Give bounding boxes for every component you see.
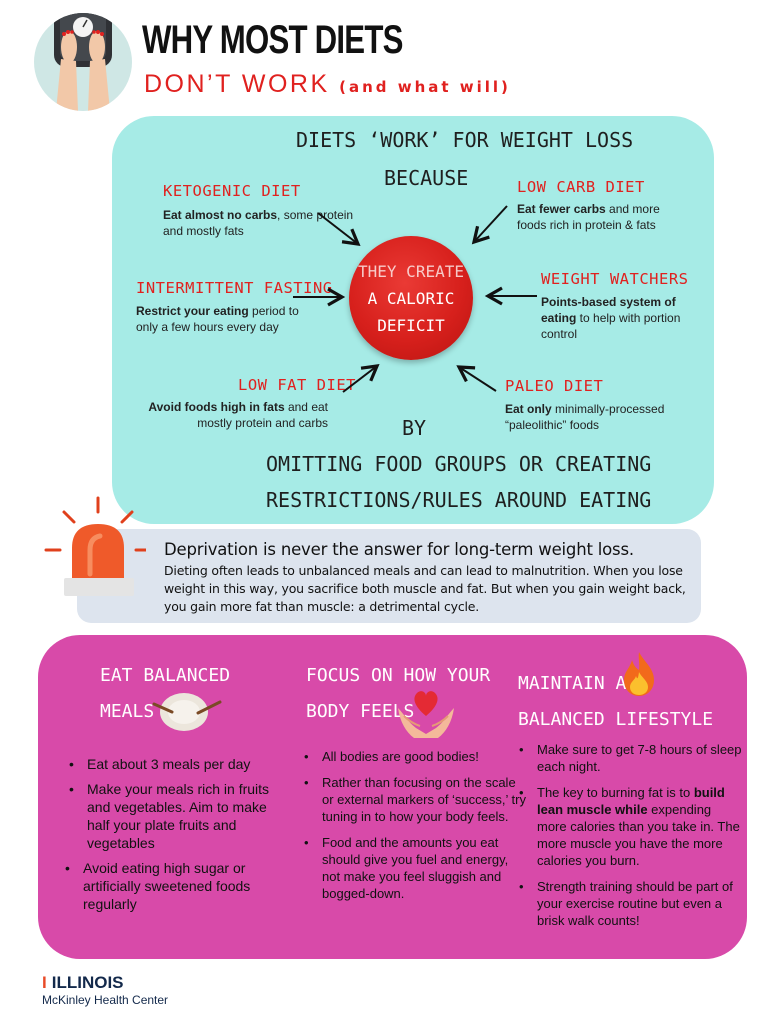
diets-footer-line1: OMITTING FOOD GROUPS OR CREATING	[266, 452, 652, 476]
hands-holding-heart-icon	[396, 680, 456, 740]
caloric-deficit-circle	[349, 236, 473, 360]
col3-heading-line2: BALANCED LIFESTYLE	[518, 709, 714, 730]
diet-paleo-name: PALEO DIET	[505, 377, 604, 395]
list-item: Strength training should be part of your…	[519, 878, 742, 929]
col2-heading-line1: FOCUS ON HOW YOUR	[306, 665, 491, 686]
col1-heading-line1: EAT BALANCED	[100, 665, 231, 686]
flame-icon	[620, 650, 658, 698]
col3-heading-line1: MAINTAIN A	[518, 673, 627, 694]
list-item: Make sure to get 7-8 hours of sleep each…	[519, 741, 742, 775]
caloric-deficit-text: THEY CREATE A CALORIC DEFICIT	[349, 258, 473, 339]
col3-list: Make sure to get 7-8 hours of sleep each…	[515, 741, 742, 938]
arrow-lowcarb	[471, 205, 508, 245]
center-line2: A CALORIC	[367, 289, 455, 308]
logo-name: ILLINOIS	[51, 973, 124, 992]
col1-list: Eat about 3 meals per day Make your meal…	[65, 755, 287, 920]
diet-lowcarb-desc: Eat fewer carbs and more foods rich in p…	[517, 202, 660, 232]
list-item: Avoid eating high sugar or artificially …	[65, 859, 287, 913]
list-item: The key to burning fat is to build lean …	[519, 784, 742, 869]
page-title: WHY MOST DIETS	[142, 18, 403, 62]
arrow-keto	[317, 212, 361, 246]
diet-intermittent-name: INTERMITTENT FASTING	[136, 279, 333, 297]
deprivation-heading: Deprivation is never the answer for long…	[164, 540, 634, 559]
diet-weightwatchers-desc: Points-based system of eating to help wi…	[541, 295, 681, 341]
list-item: Make your meals rich in fruits and veget…	[69, 780, 287, 852]
bathroom-scale-icon	[34, 13, 132, 111]
plate-with-utensils-icon	[150, 688, 224, 736]
diet-keto-name: KETOGENIC DIET	[163, 182, 301, 200]
alarm-siren-icon	[42, 494, 152, 602]
list-item: Rather than focusing on the scale or ext…	[304, 774, 527, 825]
col1-heading-line2: MEALS	[100, 701, 155, 722]
list-item: All bodies are good bodies!	[304, 748, 527, 765]
center-line3: DEFICIT	[377, 316, 445, 335]
diet-paleo-desc: Eat only minimally-processed “paleolithi…	[505, 402, 665, 432]
diet-keto-desc: Eat almost no carbs, some protein and mo…	[163, 208, 354, 238]
illinois-block-i-icon: I	[42, 973, 47, 992]
diet-weightwatchers-name: WEIGHT WATCHERS	[541, 270, 689, 288]
center-line1: THEY CREATE	[358, 262, 464, 281]
deprivation-body: Dieting often leads to unbalanced meals …	[164, 563, 686, 614]
col2-list: All bodies are good bodies! Rather than …	[300, 748, 527, 911]
arrow-paleo	[456, 365, 497, 392]
subtitle-paren: (and what will)	[339, 78, 511, 96]
list-item: Eat about 3 meals per day	[69, 755, 287, 773]
col2-heading-line2: BODY FEELS	[306, 701, 415, 722]
diets-heading-line1: DIETS ‘WORK’ FOR WEIGHT LOSS	[296, 128, 634, 152]
diet-lowfat-desc: Avoid foods high in fats and eat mostly …	[148, 400, 328, 430]
diets-heading-line2: BECAUSE	[384, 166, 469, 190]
arrow-lowfat	[342, 364, 380, 393]
diets-by: BY	[402, 416, 427, 440]
list-item: Food and the amounts you eat should give…	[304, 834, 527, 902]
diet-lowcarb-name: LOW CARB DIET	[517, 178, 645, 196]
diets-footer-line2: RESTRICTIONS/RULES AROUND EATING	[266, 488, 652, 512]
subtitle-main: DON’T WORK	[144, 70, 330, 98]
org-name: McKinley Health Center	[42, 993, 169, 1007]
page-subtitle: DON’T WORK (and what will)	[144, 70, 511, 99]
diet-intermittent-desc: Restrict your eating period to only a fe…	[136, 304, 299, 334]
diet-lowfat-name: LOW FAT DIET	[238, 376, 356, 394]
deprivation-box	[77, 529, 701, 623]
